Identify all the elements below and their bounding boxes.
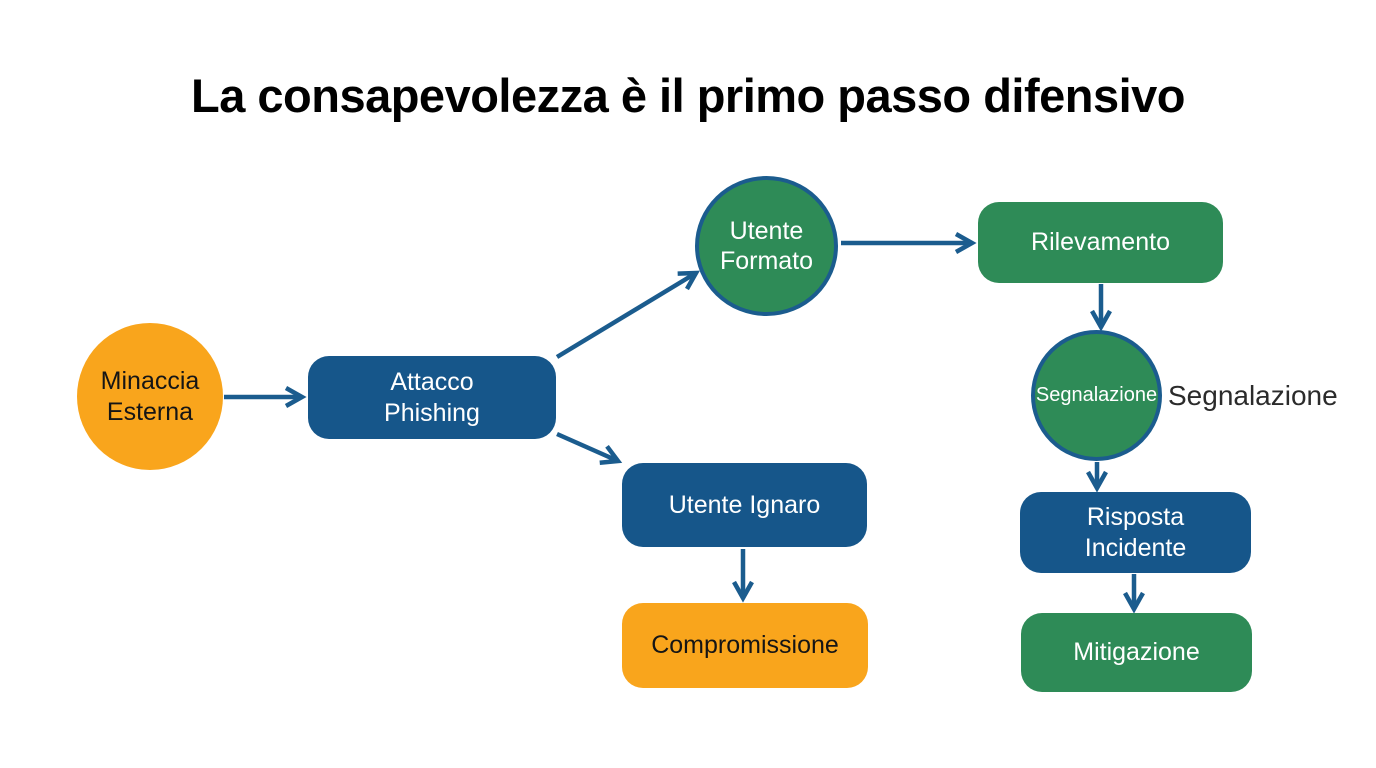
node-segnalazione-label: Segnalazione xyxy=(1035,384,1158,407)
node-utente-ignaro-label: Utente Ignaro xyxy=(668,490,821,519)
node-rilevamento-label: Rilevamento xyxy=(1031,228,1170,257)
node-utente-ignaro: Utente Ignaro xyxy=(622,463,867,547)
node-minaccia-esterna-label: Minaccia Esterna xyxy=(100,367,200,426)
node-compromissione-label: Compromissione xyxy=(651,631,839,660)
segnalazione-side-label: Segnalazione xyxy=(1168,380,1338,411)
node-rilevamento: Rilevamento xyxy=(978,202,1223,283)
node-compromissione: Compromissione xyxy=(622,603,868,688)
page-title: La consapevolezza è il primo passo difen… xyxy=(190,69,1186,122)
node-minaccia-esterna: Minaccia Esterna xyxy=(77,323,223,470)
arrow-attacco-to-ignaro xyxy=(556,431,623,465)
node-attacco-phishing-label: Attacco Phishing xyxy=(384,368,480,427)
node-mitigazione-label: Mitigazione xyxy=(1073,638,1200,667)
node-utente-formato-label: Utente Formato xyxy=(719,216,814,276)
node-attacco-phishing: Attacco Phishing xyxy=(308,356,556,439)
node-risposta-incidente: Risposta Incidente xyxy=(1020,492,1251,573)
arrow-attacco-to-formato xyxy=(555,270,700,359)
node-risposta-incidente-label: Risposta Incidente xyxy=(1084,503,1187,562)
node-segnalazione: Segnalazione xyxy=(1031,330,1162,461)
node-mitigazione: Mitigazione xyxy=(1021,613,1252,692)
node-utente-formato: Utente Formato xyxy=(695,176,838,316)
